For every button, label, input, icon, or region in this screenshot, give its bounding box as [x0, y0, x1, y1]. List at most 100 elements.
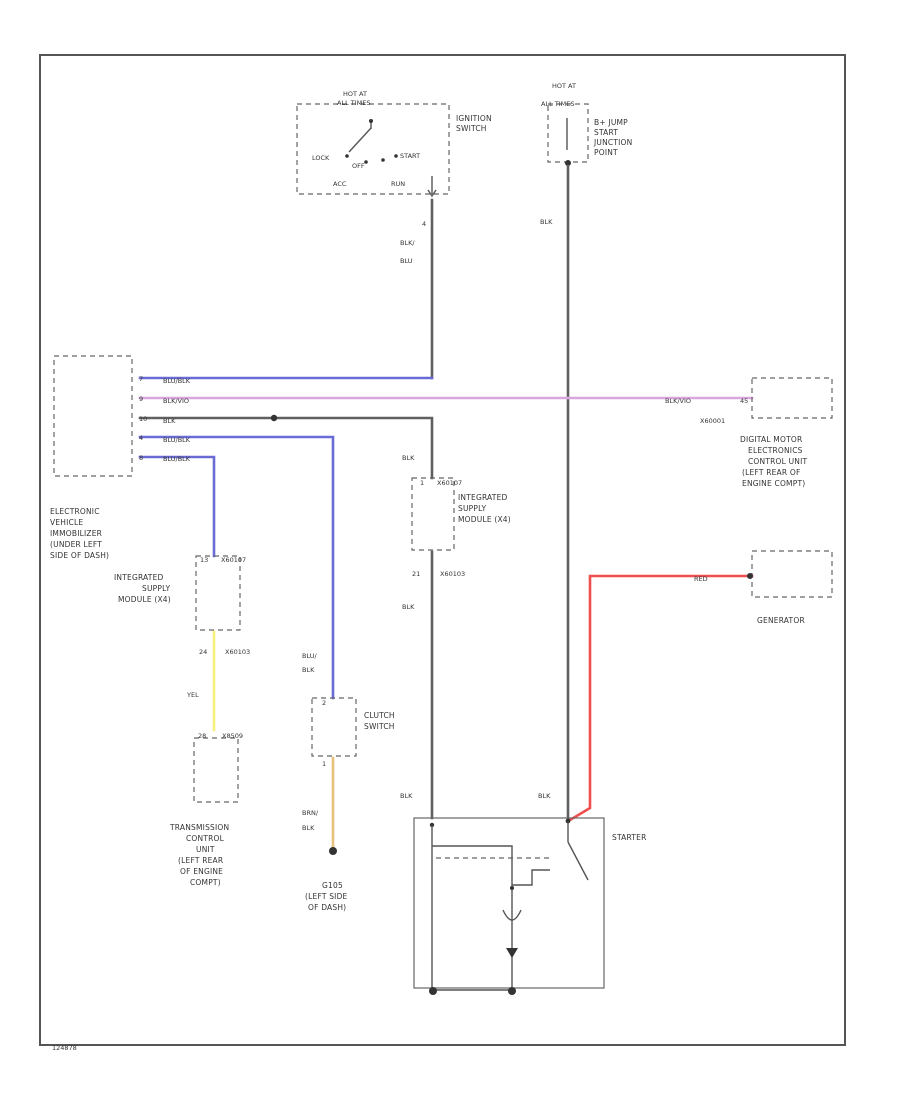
immobilizer-box — [53, 355, 133, 477]
dme-box — [751, 377, 833, 419]
jump-wire-label: BLK — [540, 218, 553, 226]
right-isd-pin-in: 1 — [420, 479, 424, 487]
clutch-switch: 2 CLUTCH SWITCH 1 — [311, 697, 395, 768]
right-isd-in-wire-label: BLK — [402, 454, 415, 462]
clutch-pin-in: 2 — [322, 699, 326, 707]
imm-name-1: ELECTRONIC — [50, 507, 100, 516]
generator-terminal-icon — [747, 573, 753, 579]
dme-name-5: ENGINE COMPT) — [742, 479, 805, 488]
ground-name-3: OF DASH) — [308, 903, 346, 912]
jump-start-name-1: B+ JUMP — [594, 118, 628, 127]
clutch-in-wire-label-2: BLK — [302, 666, 315, 674]
right-isd-box — [411, 477, 455, 551]
imm-pin5-wire-label: BLU/BLK — [163, 455, 191, 463]
tcu-pin: 28 — [198, 732, 206, 740]
imm-pin-1: 7 — [139, 375, 143, 383]
ignition-hot-when-label: ALL TIMES — [337, 99, 370, 107]
left-isd-out-wire-label: YEL — [186, 691, 199, 699]
imm-name-2: VEHICLE — [50, 518, 83, 527]
ignition-hot-at-label: HOT AT — [343, 90, 367, 98]
dme-control-unit: 45 X60001 DIGITAL MOTOR ELECTRONICS CONT… — [700, 377, 833, 488]
wire-immobilizer-pin3 — [138, 416, 434, 480]
tcu-name-6: COMPT) — [190, 878, 221, 887]
starter-main-wire-label: BLK — [538, 792, 551, 800]
generator-name: GENERATOR — [757, 616, 805, 625]
generator: GENERATOR — [747, 550, 833, 625]
imm-pin-2: 9 — [139, 395, 143, 403]
clutch-pin-out: 1 — [322, 760, 326, 768]
imm-name-5: SIDE OF DASH) — [50, 551, 109, 560]
clutch-switch-box — [311, 697, 357, 757]
ignition-switch-box — [296, 103, 450, 195]
right-isd-out-wire-label: BLK — [402, 603, 415, 611]
starter: STARTER — [413, 817, 647, 995]
generator-wire-label: RED — [694, 575, 708, 583]
ignition-switch-name-2: SWITCH — [456, 124, 487, 133]
ground-point-icon — [329, 847, 337, 855]
jump-start-terminal-icon — [565, 160, 571, 166]
integrated-supply-module-right: 1 X60107 INTEGRATED SUPPLY MODULE (X4) 2… — [411, 477, 511, 578]
jump-start-name-4: POINT — [594, 148, 618, 157]
dme-name-1: DIGITAL MOTOR — [740, 435, 802, 444]
ground-name-2: (LEFT SIDE — [305, 892, 348, 901]
jump-start-junction: HOT AT ALL TIMES B+ JUMP START JUNCTION … — [541, 82, 632, 166]
jump-start-name-3: JUNCTION — [593, 138, 632, 147]
imm-name-3: IMMOBILIZER — [50, 529, 102, 538]
imm-pin2-wire-label: BLK/VIO — [163, 397, 189, 405]
imm-pin4-wire-label: BLU/BLK — [163, 436, 191, 444]
ignition-switch: HOT AT ALL TIMES IGNITION SWITCH LOCK OF… — [296, 90, 492, 228]
clutch-name-2: SWITCH — [364, 722, 395, 731]
clutch-name-1: CLUTCH — [364, 711, 395, 720]
tcu-box — [193, 737, 239, 803]
transmission-control-unit: 28 X8509 TRANSMISSION CONTROL UNIT (LEFT… — [169, 732, 243, 887]
generator-box — [751, 550, 833, 598]
starter-internals-icon — [429, 818, 589, 995]
jump-start-box — [547, 103, 589, 163]
splice-dot-icon — [270, 414, 278, 422]
clutch-out-wire-label-2: BLK — [302, 824, 315, 832]
ign-wire-label-2: BLU — [400, 257, 413, 265]
dme-wire-label: BLK/VIO — [665, 397, 691, 405]
jump-hot-when-label: ALL TIMES — [541, 100, 574, 108]
ignition-off-label: OFF — [352, 162, 365, 170]
dme-pin: 45 — [740, 397, 748, 405]
ignition-pin-label: 4 — [422, 220, 426, 228]
ignition-switch-contact-icon — [345, 119, 398, 164]
imm-pin1-wire-label: BLU/BLK — [163, 377, 191, 385]
ign-wire-label-1: BLK/ — [400, 239, 415, 247]
tcu-name-4: (LEFT REAR — [178, 856, 223, 865]
ignition-start-label: START — [400, 152, 420, 160]
right-isd-pin-out: 21 — [412, 570, 420, 578]
ground-g105: G105 (LEFT SIDE OF DASH) — [305, 847, 348, 912]
ignition-lock-label: LOCK — [312, 154, 330, 162]
ignition-run-label: RUN — [391, 180, 405, 188]
left-isd-name-3: MODULE (X4) — [118, 595, 171, 604]
integrated-supply-module-left: 13 X60107 INTEGRATED SUPPLY MODULE (X4) … — [114, 555, 250, 656]
wire-generator — [568, 574, 754, 822]
dme-name-4: (LEFT REAR OF — [742, 468, 800, 477]
diagram-frame — [39, 54, 846, 1046]
imm-pin-3: 10 — [139, 415, 147, 423]
left-isd-conn-in: X60107 — [221, 556, 246, 564]
left-isd-pin-in: 13 — [200, 556, 208, 564]
clutch-out-wire-label-1: BRN/ — [302, 809, 319, 817]
imm-pin3-wire-label: BLK — [163, 417, 176, 425]
starter-name: STARTER — [612, 833, 647, 842]
right-isd-conn-in: X60107 — [437, 479, 462, 487]
right-isd-conn-out: X60103 — [440, 570, 465, 578]
ignition-acc-label: ACC — [333, 180, 347, 188]
right-isd-name-1: INTEGRATED — [458, 493, 508, 502]
ignition-output-arrow-icon — [427, 189, 437, 198]
imm-pin-4: 4 — [139, 434, 143, 442]
wire-immobilizer-pin5 — [138, 455, 216, 558]
right-isd-name-2: SUPPLY — [458, 504, 486, 513]
imm-pin-5: 8 — [139, 454, 143, 462]
jump-start-name-2: START — [594, 128, 618, 137]
tcu-name-3: UNIT — [196, 845, 215, 854]
starter-box — [413, 817, 605, 989]
ignition-switch-name-1: IGNITION — [456, 114, 492, 123]
tcu-name-1: TRANSMISSION — [169, 823, 229, 832]
dme-name-2: ELECTRONICS — [748, 446, 803, 455]
left-isd-pin-out: 24 — [199, 648, 207, 656]
